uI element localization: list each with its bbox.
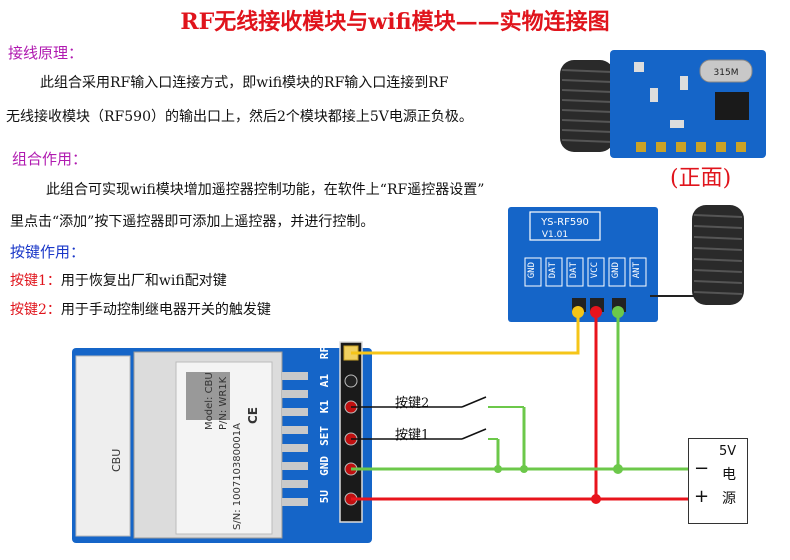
key2-label: 按键2： xyxy=(10,302,61,318)
rf-pin-ant: ANT xyxy=(632,262,642,279)
switch-key1 xyxy=(351,428,498,440)
wifi-pin-set: SET xyxy=(318,426,331,446)
wifi-model-text: Model: CBU xyxy=(204,372,215,430)
key2-row: 按键2：用于手动控制继电器开关的触发键 xyxy=(10,299,271,319)
wifi-pin-gnd: GND xyxy=(318,456,331,476)
power-char-2: 源 xyxy=(722,491,736,507)
power-plus: + xyxy=(694,486,710,507)
wifi-sn-text: S/N: 100710380001A xyxy=(232,423,243,530)
rf-pin-gnd-1: GND xyxy=(527,262,537,279)
rf-model: YS-RF590 xyxy=(540,217,589,228)
wiring-heading: 接线原理： xyxy=(8,44,84,62)
wiring-line-2: 无线接收模块（RF590）的输出口上，然后2个模块都接上5V电源正负极。 xyxy=(6,109,473,125)
function-line-2: 里点击“添加”按下遥控器即可添加上遥控器，并进行控制。 xyxy=(10,214,375,230)
power-voltage: 5V xyxy=(719,444,737,459)
wifi-pin-a1: A1 xyxy=(318,374,331,388)
key2-text: 用于手动控制继电器开关的触发键 xyxy=(60,302,271,318)
crystal xyxy=(699,59,753,83)
key2-switch-label: 按键2 xyxy=(395,396,430,411)
rf-chip xyxy=(715,92,749,120)
qr-code xyxy=(186,372,230,420)
switch-key2 xyxy=(351,396,524,408)
function-heading: 组合作用： xyxy=(12,150,88,168)
wire-rf-dat xyxy=(351,312,580,355)
wifi-module xyxy=(72,341,372,543)
wifi-header xyxy=(339,341,363,523)
rf-pin-dat-2: DAT xyxy=(569,262,579,279)
wifi-castellations xyxy=(282,372,308,506)
function-line-1: 此组合可实现wifi模块增加遥控器控制功能，在软件上“RF遥控器设置” xyxy=(46,182,485,198)
antenna-coil-mid xyxy=(650,205,744,305)
wifi-pin-rf: RF xyxy=(318,346,331,360)
wifi-pn-text: P/N: WR1K xyxy=(218,376,229,430)
rf-pin-vcc: VCC xyxy=(590,262,600,279)
rf-pin-dat-1: DAT xyxy=(548,262,558,279)
wifi-side-label: CBU xyxy=(110,448,123,472)
key1-text: 用于恢复出厂和wifi配对键 xyxy=(60,273,227,289)
power-char-1: 电 xyxy=(722,467,736,483)
rf-front-pins xyxy=(636,142,746,152)
rf-version: V1.01 xyxy=(542,230,568,240)
wifi-ce-mark: CE xyxy=(246,406,260,424)
power-supply-box xyxy=(688,438,748,524)
key1-row: 按键1：用于恢复出厂和wifi配对键 xyxy=(10,270,227,290)
rf-board-front: 315M xyxy=(560,50,766,158)
key1-switch-label: 按键1 xyxy=(395,428,430,443)
power-minus: − xyxy=(694,458,710,479)
key1-label: 按键1： xyxy=(10,273,61,289)
crystal-label: 315M xyxy=(714,68,739,78)
antenna-coil-top xyxy=(560,60,614,152)
page-title: RF无线接收模块与wifi模块——实物连接图 xyxy=(180,9,610,35)
rf-board-back: YS-RF590 V1.01 xyxy=(508,205,744,322)
wiring-line-1: 此组合采用RF输入口连接方式，即wifi模块的RF输入口连接到RF xyxy=(40,75,449,91)
wifi-pin-k1: K1 xyxy=(318,400,331,414)
rf-pin-gnd-2: GND xyxy=(611,262,621,279)
front-label: (正面) xyxy=(670,166,732,191)
keys-heading: 按键作用： xyxy=(10,243,86,261)
wifi-pin-5u: 5U xyxy=(318,490,331,504)
